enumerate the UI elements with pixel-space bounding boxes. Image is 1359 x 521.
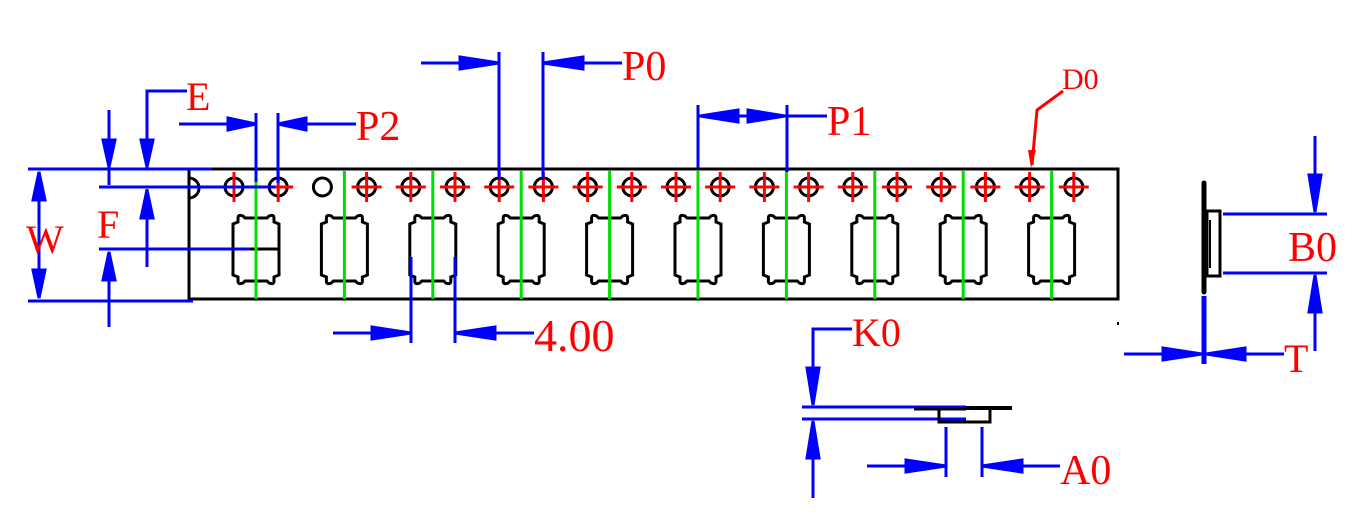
label-f: F: [97, 202, 119, 247]
pocket: [319, 213, 369, 286]
label-k0: K0: [852, 310, 901, 355]
sprocket-hole: [793, 172, 824, 202]
dimension-labels: W F E P2 P0 P1 D0 4.00 K0 A0 B0 T: [26, 44, 1337, 494]
sprocket-hole: [351, 172, 382, 202]
pitch-arrow-left: [454, 325, 497, 341]
w-arrow-up: [31, 171, 47, 202]
sprocket-hole: [572, 172, 603, 202]
side-view-pocket: [1205, 209, 1222, 278]
pocket: [673, 213, 723, 286]
sprocket-hole: [311, 176, 333, 198]
pocket: [761, 213, 811, 286]
d0-arrow: [1028, 150, 1036, 168]
pocket: [850, 213, 900, 286]
sprocket-hole: [1058, 172, 1089, 202]
label-b0: B0: [1288, 225, 1337, 271]
e-arrow-down: [139, 138, 155, 168]
pocket: [496, 213, 546, 286]
pocket: [231, 213, 281, 286]
f-arrow-up: [101, 251, 117, 282]
p0-arrow-left: [542, 55, 585, 71]
section-view-pocket: [937, 409, 992, 424]
p2-arrow-left: [277, 116, 308, 132]
w-arrow-down: [31, 268, 47, 299]
label-p0: P0: [622, 44, 666, 90]
b0-arrow-up: [1307, 274, 1323, 314]
p1-arrow-left: [699, 108, 740, 124]
hole-circle: [311, 176, 333, 198]
p0-arrow-right: [458, 55, 500, 71]
p2-arrow-right: [226, 116, 257, 132]
label-p2: P2: [356, 104, 400, 150]
tape-section-view: [914, 406, 1012, 424]
k0-arrow-down: [805, 366, 821, 406]
tape-outline: [187, 167, 1120, 301]
sprocket-holes: [219, 172, 1089, 202]
sprocket-hole: [970, 172, 1001, 202]
label-e: E: [186, 74, 210, 119]
pocket-centerlines: [254, 171, 1054, 299]
p1-arrow-right: [746, 108, 786, 124]
e-leader: [145, 89, 187, 168]
sprocket-hole: [440, 172, 470, 202]
sprocket-hole: [1014, 172, 1045, 202]
tape-side-view: [1201, 180, 1222, 295]
b0-arrow-down: [1307, 173, 1323, 213]
sprocket-hole: [705, 172, 736, 202]
label-a0: A0: [1060, 448, 1111, 494]
pocket: [1027, 213, 1077, 286]
sprocket-hole: [926, 172, 957, 202]
t-arrow-left: [1205, 346, 1247, 362]
sprocket-hole: [837, 172, 868, 202]
d0-leader: [1030, 89, 1064, 166]
a0-arrow-right: [904, 458, 947, 474]
f-arrow-down-top: [101, 138, 117, 168]
sprocket-hole: [882, 172, 912, 202]
pocket: [408, 213, 458, 286]
sprocket-hole: [616, 172, 647, 202]
component-pockets: [231, 213, 1077, 286]
e-arrow-up: [139, 189, 155, 220]
pitch-arrow-right: [370, 325, 412, 341]
k0-arrow-up: [805, 420, 821, 460]
label-pitch: 4.00: [534, 310, 615, 361]
stray-dot: [1117, 322, 1119, 325]
label-w: W: [26, 217, 64, 262]
a0-arrow-left: [981, 458, 1024, 474]
t-arrow-right: [1161, 346, 1203, 362]
sprocket-hole: [395, 172, 426, 202]
sprocket-hole: [661, 172, 691, 202]
pocket: [585, 213, 635, 286]
pocket: [938, 213, 988, 286]
label-t: T: [1284, 336, 1308, 381]
label-p1: P1: [827, 99, 871, 145]
sprocket-hole: [749, 172, 780, 202]
tape-top-view: [187, 167, 1120, 301]
label-d0: D0: [1062, 63, 1099, 96]
